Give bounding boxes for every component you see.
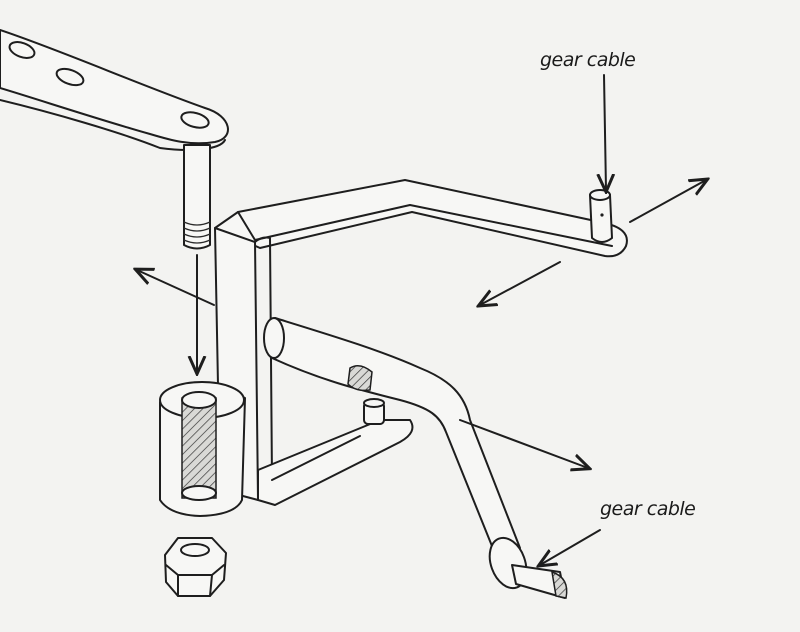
lever-arm [0,29,229,151]
arrow-left-down [480,261,561,305]
hex-nut [164,537,227,597]
arrow-right-down [459,419,588,468]
bushing [159,381,246,517]
bottom-gear-cable-label: gear cable [600,498,695,520]
arrow-left-up [137,270,215,306]
top-cable-pin [589,189,613,243]
bottom-cable-arrow [540,529,601,565]
top-gear-cable-label: gear cable [540,49,635,71]
arrow-right-up [629,180,706,223]
threaded-pin [183,144,211,250]
bent-tube [263,317,568,599]
top-cable-arrow [604,74,606,190]
